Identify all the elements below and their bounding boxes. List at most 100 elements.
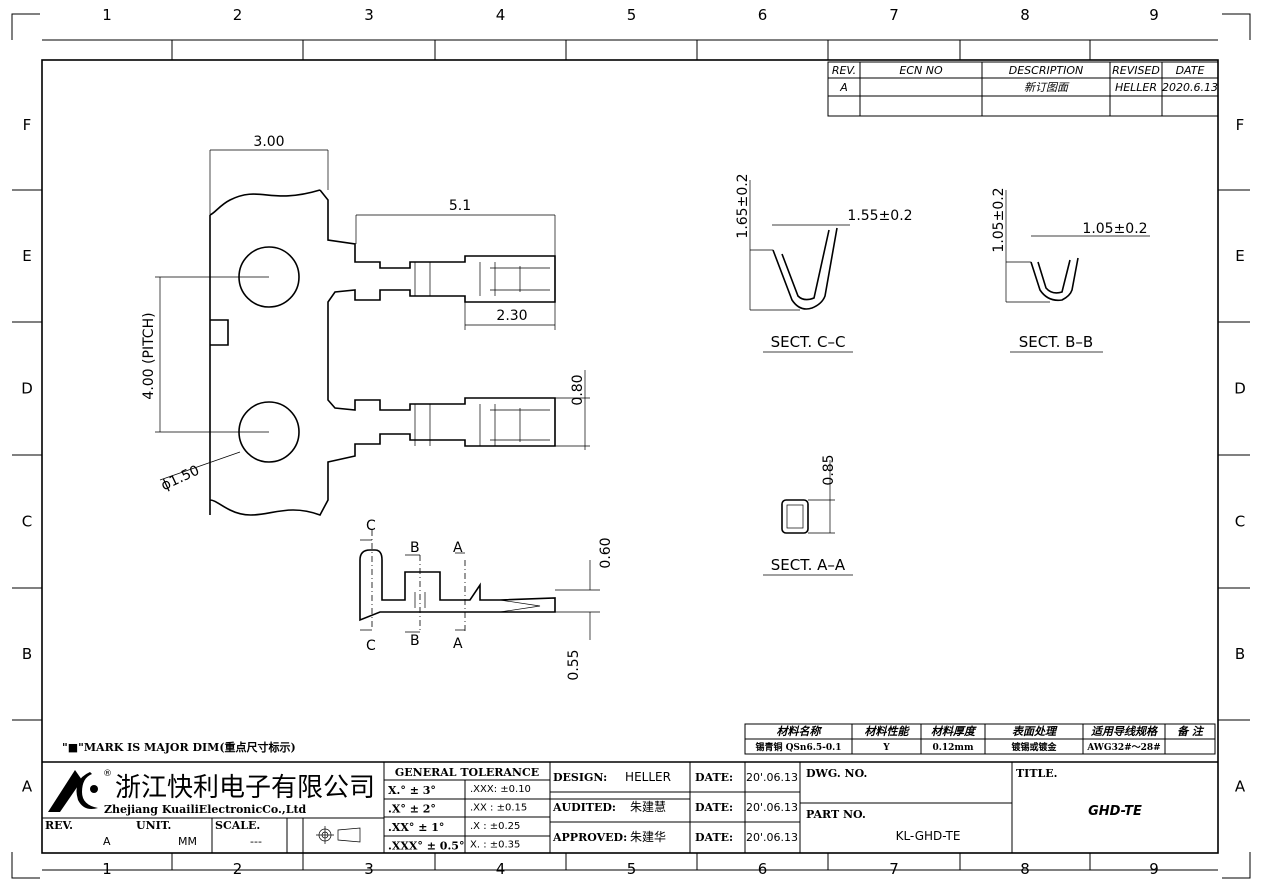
description-header: DESCRIPTION bbox=[1009, 64, 1083, 77]
material-value: 镀锡或镀金 bbox=[1011, 741, 1057, 753]
row-label-right: F bbox=[1236, 116, 1245, 134]
column-label-bottom: 1 bbox=[102, 860, 112, 878]
dim-side-top: 0.60 bbox=[598, 537, 614, 568]
drawing-frame bbox=[41, 59, 1219, 854]
section-b-label: SECT. B–B bbox=[1019, 333, 1093, 351]
part-no-label: PART NO. bbox=[806, 808, 866, 821]
date-label: DATE: bbox=[695, 831, 733, 844]
major-dim-note: "■"MARK IS MAJOR DIM(重点尺寸标示) bbox=[62, 740, 296, 754]
dim-sect-c-width: 1.55±0.2 bbox=[847, 208, 912, 224]
revision-table: REV. ECN NO DESCRIPTION REVISED DATE A 新… bbox=[827, 61, 1219, 117]
column-label-bottom: 4 bbox=[496, 860, 506, 878]
material-value: AWG32#～28# bbox=[1086, 743, 1160, 753]
tolerance-title: GENERAL TOLERANCE bbox=[395, 766, 539, 779]
material-header: 材料性能 bbox=[865, 725, 911, 738]
angle-tolerance: X.° ± 3° bbox=[388, 784, 436, 797]
row-label-right: C bbox=[1235, 513, 1245, 531]
column-label-top: 4 bbox=[496, 6, 506, 24]
date-value: 2020.6.13 bbox=[1162, 81, 1218, 94]
angle-tolerance: .XX° ± 1° bbox=[388, 821, 444, 834]
approval-label: DESIGN: bbox=[553, 771, 607, 784]
material-header: 表面处理 bbox=[1012, 725, 1058, 738]
dwg-no-label: DWG. NO. bbox=[806, 767, 867, 780]
dim-width-top: 3.00 bbox=[253, 134, 284, 150]
column-label-bottom: 2 bbox=[233, 860, 243, 878]
material-header: 适用导线规格 bbox=[1091, 725, 1159, 738]
material-header: 材料名称 bbox=[777, 725, 823, 738]
rev-value: A bbox=[103, 835, 111, 848]
rev-header: REV. bbox=[832, 64, 856, 77]
linear-tolerance: .XX : ±0.15 bbox=[470, 803, 527, 814]
angle-tolerance: .XXX° ± 0.5° bbox=[388, 840, 464, 853]
approval-label: APPROVED: bbox=[552, 831, 627, 844]
row-label-left: F bbox=[23, 116, 32, 134]
date-label: DATE: bbox=[695, 801, 733, 814]
grid-lines bbox=[42, 39, 1218, 871]
rev-value: A bbox=[839, 81, 848, 94]
row-label-right: A bbox=[1235, 778, 1246, 796]
dim-height-side: 0.80 bbox=[570, 374, 586, 405]
company-logo bbox=[48, 770, 98, 812]
scale-value: --- bbox=[250, 835, 262, 848]
section-a-a: 0.85 SECT. A–A bbox=[763, 454, 853, 576]
approval-date: 20'.06.13 bbox=[746, 771, 798, 784]
row-label-right: E bbox=[1235, 247, 1244, 265]
dim-sect-b-width: 1.05±0.2 bbox=[1082, 221, 1147, 237]
company-name-cn: 浙江快利电子有限公司 bbox=[115, 773, 375, 803]
column-label-bottom: 5 bbox=[627, 860, 637, 878]
unit-value: MM bbox=[178, 835, 197, 848]
material-value: Y bbox=[882, 743, 890, 753]
dim-side-bottom: 0.55 bbox=[566, 649, 582, 680]
row-label-left: E bbox=[22, 247, 31, 265]
column-label-bottom: 6 bbox=[758, 860, 768, 878]
column-label-top: 9 bbox=[1149, 6, 1159, 24]
scale-label: SCALE. bbox=[215, 819, 260, 832]
row-label-left: C bbox=[22, 513, 32, 531]
date-label: DATE: bbox=[695, 771, 733, 784]
column-label-bottom: 7 bbox=[889, 860, 899, 878]
unit-label: UNIT. bbox=[136, 819, 171, 832]
row-label-left: B bbox=[22, 645, 32, 663]
cut-label-b-bottom: B bbox=[410, 633, 420, 649]
cut-label-b-top: B bbox=[410, 540, 420, 556]
corner-marks bbox=[11, 13, 1251, 879]
company-name-en: Zhejiang KuailiElectronicCo.,Ltd bbox=[104, 803, 307, 816]
dim-length: 5.1 bbox=[449, 198, 471, 214]
material-value: 0.12mm bbox=[933, 743, 974, 753]
approval-name: HELLER bbox=[625, 770, 671, 784]
part-no-value: KL-GHD-TE bbox=[896, 829, 961, 843]
terminal-side-view: C C B B A A 0.60 0.55 bbox=[359, 518, 614, 681]
dim-sect-b-height: 1.05±0.2 bbox=[991, 187, 1007, 252]
row-label-left: A bbox=[22, 778, 33, 796]
section-b-b: 1.05±0.2 1.05±0.2 SECT. B–B bbox=[991, 187, 1150, 353]
material-header: 备 注 bbox=[1177, 725, 1205, 738]
column-label-bottom: 3 bbox=[364, 860, 374, 878]
linear-tolerance: .XXX: ±0.10 bbox=[470, 784, 531, 795]
dim-pitch: 4.00 (PITCH) bbox=[141, 312, 157, 399]
section-c-label: SECT. C–C bbox=[771, 333, 846, 351]
column-label-top: 3 bbox=[364, 6, 374, 24]
title-block: ® 浙江快利电子有限公司 Zhejiang KuailiElectronicCo… bbox=[42, 761, 1218, 853]
description-value: 新订图面 bbox=[1024, 81, 1070, 94]
column-label-top: 8 bbox=[1020, 6, 1030, 24]
linear-tolerance: X. : ±0.35 bbox=[470, 840, 520, 851]
column-label-top: 6 bbox=[758, 6, 768, 24]
approval-name: 朱建华 bbox=[630, 830, 666, 844]
column-label-top: 7 bbox=[889, 6, 899, 24]
revised-value: HELLER bbox=[1115, 81, 1157, 94]
cut-label-a-top: A bbox=[453, 540, 463, 556]
column-label-bottom: 9 bbox=[1149, 860, 1159, 878]
column-label-top: 5 bbox=[627, 6, 637, 24]
title-value: GHD-TE bbox=[1088, 804, 1142, 819]
dim-hole: ϕ1.50 bbox=[159, 463, 202, 495]
cut-label-c-top: C bbox=[366, 518, 376, 534]
column-label-bottom: 8 bbox=[1020, 860, 1030, 878]
section-c-c: 1.65±0.2 1.55±0.2 SECT. C–C bbox=[735, 173, 913, 353]
cut-label-c-bottom: C bbox=[366, 638, 376, 654]
dim-sect-a-height: 0.85 bbox=[821, 454, 837, 485]
material-value: 锡青铜 QSn6.5-0.1 bbox=[755, 741, 841, 753]
row-label-right: D bbox=[1234, 380, 1246, 398]
